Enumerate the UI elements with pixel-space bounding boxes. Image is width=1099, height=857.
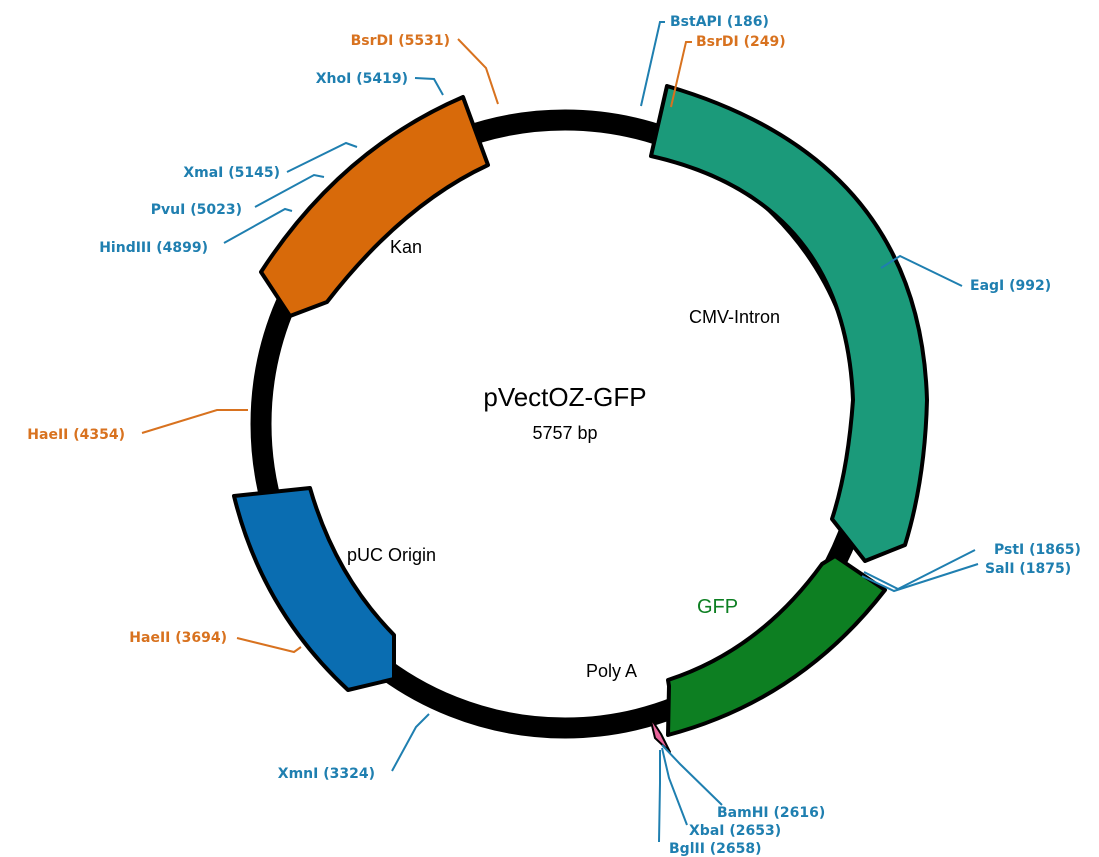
leader-xbai-2653 xyxy=(661,747,688,826)
leader-bamhi-2616 xyxy=(661,744,723,806)
leader-sali-1875 xyxy=(861,563,979,593)
site-label-bsrdi-249[interactable]: BsrDI (249) xyxy=(696,34,786,50)
site-label-hindiii-4899[interactable]: HindIII (4899) xyxy=(99,240,208,256)
site-label-xhoi-5419[interactable]: XhoI (5419) xyxy=(316,71,408,87)
site-label-psti-1865[interactable]: PstI (1865) xyxy=(994,542,1081,558)
site-label-bamhi-2616[interactable]: BamHI (2616) xyxy=(717,805,825,821)
site-label-bglii-2658[interactable]: BglII (2658) xyxy=(669,841,762,857)
cmv-feature-arrow[interactable] xyxy=(649,84,929,563)
site-label-sali-1875[interactable]: SalI (1875) xyxy=(985,561,1071,577)
leader-bsrdi-249 xyxy=(670,41,692,108)
leader-xmni-3324 xyxy=(391,713,430,772)
leader-hindiii-4899 xyxy=(223,207,293,244)
leader-bglii-2658 xyxy=(658,750,661,843)
kan-feature-arrow[interactable] xyxy=(259,95,490,318)
leader-bstapi-186 xyxy=(640,21,665,107)
gfp-feature-arrow[interactable] xyxy=(666,554,887,737)
leader-xmai-5145 xyxy=(286,141,358,173)
plasmid-size: 5757 bp xyxy=(532,423,597,443)
site-label-eagi-992[interactable]: EagI (992) xyxy=(970,278,1051,294)
site-label-pvui-5023[interactable]: PvuI (5023) xyxy=(151,202,242,218)
feature-label-kan: Kan xyxy=(390,237,422,257)
leader-haeii-3694 xyxy=(236,637,302,654)
leader-bsrdi-5531 xyxy=(457,38,499,105)
site-label-haeii-3694[interactable]: HaeII (3694) xyxy=(129,630,227,646)
site-label-xmai-5145[interactable]: XmaI (5145) xyxy=(183,165,280,181)
feature-label-polya: Poly A xyxy=(586,661,637,681)
feature-label-cmv: CMV-Intron xyxy=(689,307,780,327)
site-label-bstapi-186[interactable]: BstAPI (186) xyxy=(670,14,769,30)
site-label-bsrdi-5531[interactable]: BsrDI (5531) xyxy=(351,33,450,49)
plasmid-name: pVectOZ-GFP xyxy=(483,382,646,412)
site-label-xbai-2653[interactable]: XbaI (2653) xyxy=(689,823,781,839)
site-label-xmni-3324[interactable]: XmnI (3324) xyxy=(278,766,375,782)
puc-feature-arrow[interactable] xyxy=(232,486,396,692)
feature-label-puc: pUC Origin xyxy=(347,545,436,565)
leader-haeii-4354 xyxy=(141,409,248,434)
leader-eagi-992 xyxy=(880,254,963,287)
leader-pvui-5023 xyxy=(254,173,325,208)
site-leaders xyxy=(141,21,979,843)
site-label-haeii-4354[interactable]: HaeII (4354) xyxy=(27,427,125,443)
leader-xhoi-5419 xyxy=(414,77,444,96)
feature-label-gfp: GFP xyxy=(697,596,738,618)
